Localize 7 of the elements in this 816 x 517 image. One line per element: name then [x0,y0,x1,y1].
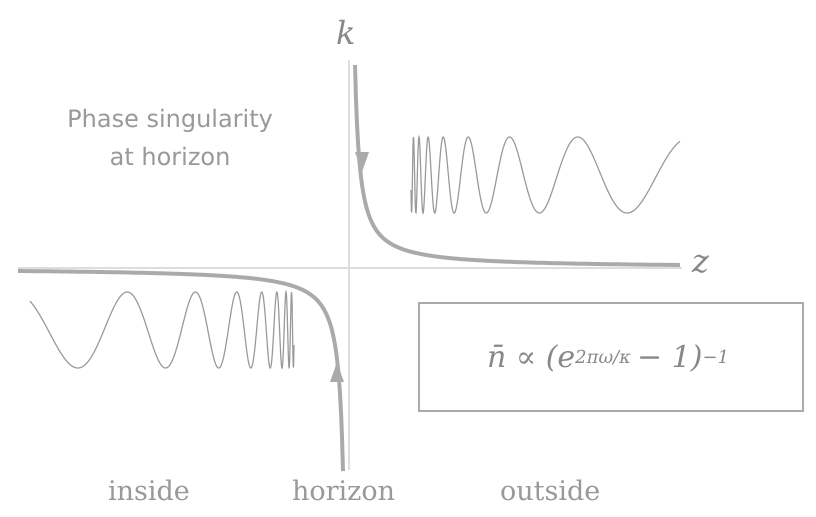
axis-label: z [692,242,709,280]
region-label: horizon [292,476,396,507]
region-label: inside [108,476,190,507]
axis-label: k [336,14,356,52]
region-label: outside [500,476,600,507]
formula-box: n̄ ∝ (e$^{2πω/κ}$ − 1)$^{−1}$ [418,302,804,412]
annotation-text: Phase singularity at horizon [66,104,274,173]
